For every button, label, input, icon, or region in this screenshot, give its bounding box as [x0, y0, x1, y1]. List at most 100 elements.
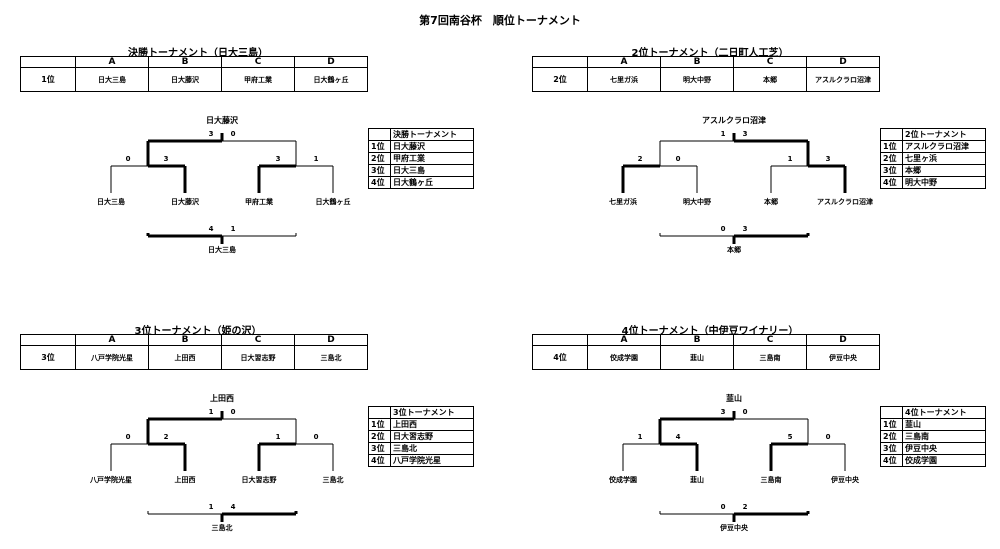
bracket-lines — [110, 411, 334, 522]
bracket-team-label: 日大習志野 — [241, 476, 277, 484]
group-team-cell: 韮山 — [660, 345, 734, 370]
ranking-title: 4位トーナメント — [902, 406, 986, 419]
section-title: 決勝トーナメント（日大三島） — [128, 48, 268, 59]
bottom-score-left: 0 — [720, 503, 726, 511]
ranking-position: 1位 — [368, 140, 391, 153]
ranking-header-row: 3位トーナメント — [368, 406, 474, 419]
bracket-top-winner: 韮山 — [726, 394, 742, 403]
group-team-cell: アスルクラロ沼津 — [806, 67, 880, 92]
semi-left-score-a: 0 — [125, 155, 131, 163]
bracket-bottom-winner: 日大三島 — [208, 246, 236, 254]
semi-left-score-a: 1 — [637, 433, 643, 441]
ranking-position: 2位 — [880, 430, 903, 443]
ranking-title: 3位トーナメント — [390, 406, 474, 419]
bottom-score-right: 3 — [742, 225, 748, 233]
final-score-left: 1 — [208, 408, 214, 416]
group-team-cell: 八戸学院光星 — [75, 345, 149, 370]
semi-left-score-b: 4 — [675, 433, 681, 441]
final-score-left: 1 — [720, 130, 726, 138]
bracket-team-label: 日大三島 — [97, 198, 125, 206]
ranking-position: 2位 — [880, 152, 903, 165]
group-team-cell: 日大鶴ヶ丘 — [294, 67, 368, 92]
ranking-position: 4位 — [368, 176, 391, 189]
group-team-row: 1位日大三島日大藤沢甲府工業日大鶴ヶ丘 — [20, 67, 368, 92]
bottom-score-right: 1 — [230, 225, 236, 233]
ranking-position: 1位 — [880, 140, 903, 153]
semi-right-score-c: 1 — [787, 155, 793, 163]
ranking-position: 3位 — [368, 442, 391, 455]
ranking-team: 日大三島 — [390, 164, 474, 177]
ranking-row: 3位日大三島 — [368, 164, 474, 177]
bracket-team-label: 日大藤沢 — [171, 198, 199, 206]
ranking-row: 2位三島南 — [880, 430, 986, 443]
ranking-team: 佼成学園 — [902, 454, 986, 467]
semi-right-score-d: 0 — [825, 433, 831, 441]
ranking-team: 本郷 — [902, 164, 986, 177]
semi-left-score-b: 0 — [675, 155, 681, 163]
ranking-row: 4位明大中野 — [880, 176, 986, 189]
semi-left-score-b: 2 — [163, 433, 169, 441]
ranking-header-row: 決勝トーナメント — [368, 128, 474, 141]
ranking-team: 明大中野 — [902, 176, 986, 189]
ranking-team: アスルクラロ沼津 — [902, 140, 986, 153]
group-header-blank — [20, 56, 76, 68]
ranking-row: 4位八戸学院光星 — [368, 454, 474, 467]
section-title: 4位トーナメント（中伊豆ワイナリー） — [621, 326, 799, 337]
group-team-row: 2位七里ガ浜明大中野本郷アスルクラロ沼津 — [532, 67, 880, 92]
ranking-header-blank — [880, 406, 903, 419]
ranking-team: 伊豆中央 — [902, 442, 986, 455]
final-score-left: 3 — [720, 408, 726, 416]
group-header-cell: C — [733, 334, 807, 346]
group-header-cell: C — [221, 334, 295, 346]
ranking-row: 1位アスルクラロ沼津 — [880, 140, 986, 153]
ranking-position: 3位 — [368, 164, 391, 177]
ranking-team: 日大鶴ヶ丘 — [390, 176, 474, 189]
bracket-bottom-winner: 伊豆中央 — [720, 524, 748, 532]
ranking-team: 三島北 — [390, 442, 474, 455]
group-header-cell: C — [221, 56, 295, 68]
bracket-team-label: 上田西 — [174, 476, 196, 484]
group-header-cell: B — [660, 56, 734, 68]
ranking-row: 2位甲府工業 — [368, 152, 474, 165]
bracket-team-label: 本郷 — [764, 198, 778, 206]
section-title: 3位トーナメント（姫の沢） — [134, 326, 262, 337]
ranking-row: 4位佼成学園 — [880, 454, 986, 467]
semi-left-score-a: 2 — [637, 155, 643, 163]
group-header-cell: A — [587, 56, 661, 68]
group-team-cell: 甲府工業 — [221, 67, 295, 92]
ranking-team: 甲府工業 — [390, 152, 474, 165]
group-header-blank — [532, 334, 588, 346]
group-team-cell: 三島南 — [733, 345, 807, 370]
ranking-team: 日大藤沢 — [390, 140, 474, 153]
semi-right-score-d: 0 — [313, 433, 319, 441]
bracket-team-label: 八戸学院光星 — [90, 476, 132, 484]
ranking-title: 2位トーナメント — [902, 128, 986, 141]
bottom-score-right: 2 — [742, 503, 748, 511]
group-team-cell: 明大中野 — [660, 67, 734, 92]
ranking-title: 決勝トーナメント — [390, 128, 474, 141]
ranking-position: 4位 — [880, 176, 903, 189]
group-header-cell: A — [587, 334, 661, 346]
semi-left-score-a: 0 — [125, 433, 131, 441]
group-rank-label: 4位 — [532, 345, 588, 370]
group-header-blank — [20, 334, 76, 346]
semi-left-score-b: 3 — [163, 155, 169, 163]
group-team-cell: 七里ガ浜 — [587, 67, 661, 92]
ranking-team: 三島南 — [902, 430, 986, 443]
ranking-position: 1位 — [880, 418, 903, 431]
group-header-cell: C — [733, 56, 807, 68]
bracket-team-label: 三島北 — [322, 476, 344, 484]
bracket-team-label: 甲府工業 — [245, 198, 273, 206]
semi-right-score-c: 3 — [275, 155, 281, 163]
ranking-team: 韮山 — [902, 418, 986, 431]
group-header-cell: A — [75, 334, 149, 346]
